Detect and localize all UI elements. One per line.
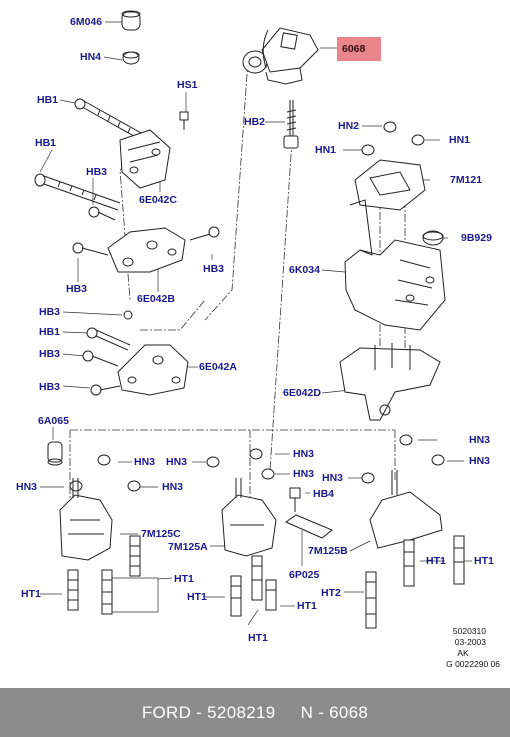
label-ht1-g: HT1 [248,632,268,644]
label-ht1-e: HT1 [187,591,207,603]
label-hn1-a: HN1 [449,134,471,146]
bolt-hb1-middle [34,173,121,211]
mount-7m125c [59,478,113,561]
label-hs1: HS1 [177,79,198,91]
label-hn3-i: HN3 [162,481,184,493]
label-6p025: 6P025 [289,569,320,581]
label-ht1-a: HT1 [426,555,446,567]
stamp-line-2: 03-2003 [454,637,486,647]
label-hb3-c: HB3 [203,263,225,275]
label-ht1-c: HT1 [174,573,194,585]
label-hn4: HN4 [80,51,102,63]
label-7m121: 7M121 [450,174,483,186]
label-hb3-b: HB3 [66,283,88,295]
bracket-6k034 [344,199,446,331]
cap-9b929 [422,230,444,246]
label-hb1-c: HB1 [39,326,61,338]
label-hn2: HN2 [338,120,360,132]
stamp-line-3: AK [457,648,469,658]
stamp-line-4: G 0022290 06 [446,659,500,669]
bracket-6e042b [107,227,186,273]
bump-stop-6m046 [121,10,141,31]
bracket-7m121 [354,159,426,211]
label-hn3-g: HN3 [322,472,344,484]
label-hn3-b: HN3 [134,456,156,468]
label-9b929: 9B929 [461,232,492,244]
stud-hs1 [179,111,189,130]
label-hn3-a: HN3 [469,434,491,446]
bolt-hb3-a [88,206,116,221]
highlighted-part-label: 6068 [337,37,381,61]
label-6e042a: 6E042A [199,361,237,373]
label-hb4: HB4 [313,488,335,500]
plate-6p025 [284,514,333,539]
mount-7m125a [221,478,277,557]
footer-part-reference: FORD - 5208219 N - 6068 [141,703,369,722]
drawing-stamp: 5020310 03-2003 AK G 0022290 06 [430,626,500,670]
label-hb1-a: HB1 [37,94,59,106]
bolt-hb3-b [72,242,109,256]
part-6068-label: 6068 [342,43,366,55]
label-hb2: HB2 [244,116,266,128]
bolt-hb2 [283,100,299,149]
label-ht1-d: HT1 [21,588,41,600]
bolt-hb4 [289,487,301,512]
label-6e042d: 6E042D [283,387,321,399]
label-hn3-c: HN3 [166,456,188,468]
exploded-parts-diagram [34,10,472,629]
label-6e042c: 6E042C [139,194,177,206]
studs-ht [67,535,465,629]
label-hn3-d: HN3 [293,448,315,460]
bracket-6e042d [339,343,441,421]
label-6m046: 6M046 [70,16,103,28]
label-hb1-b: HB1 [35,137,57,149]
bracket-6e042a [117,344,189,396]
bolts-hb1-hb3-left [82,310,133,396]
engine-mount-6068 [242,27,319,85]
label-7m125c: 7M125C [141,528,181,540]
bracket-6e042c [119,129,171,189]
label-hn3-f: HN3 [293,468,315,480]
label-hb3-a: HB3 [86,166,108,178]
nut-hn4 [122,51,140,65]
label-6a065: 6A065 [38,415,69,427]
bolt-hb3-c [189,226,220,241]
label-hn1-b: HN1 [315,144,337,156]
stamp-line-1: 5020310 [452,626,486,636]
mount-7m125b [369,470,443,549]
label-ht1-f: HT1 [297,600,317,612]
label-hb3-e: HB3 [39,348,61,360]
label-7m125b: 7M125B [308,545,348,557]
label-hn3-e: HN3 [469,455,491,467]
label-6k034: 6K034 [289,264,320,276]
label-hb3-d: HB3 [39,306,61,318]
damper-6a065 [47,441,63,466]
nuts-hn3 [69,434,445,492]
footer-bar: FORD - 5208219 N - 6068 [0,688,510,737]
label-7m125a: 7M125A [168,541,208,553]
label-6e042b: 6E042B [137,293,175,305]
leader-lines [39,21,472,626]
label-hb3-f: HB3 [39,381,61,393]
label-ht1-b: HT1 [474,555,494,567]
label-hn3-h: HN3 [16,481,38,493]
label-ht2: HT2 [321,587,341,599]
